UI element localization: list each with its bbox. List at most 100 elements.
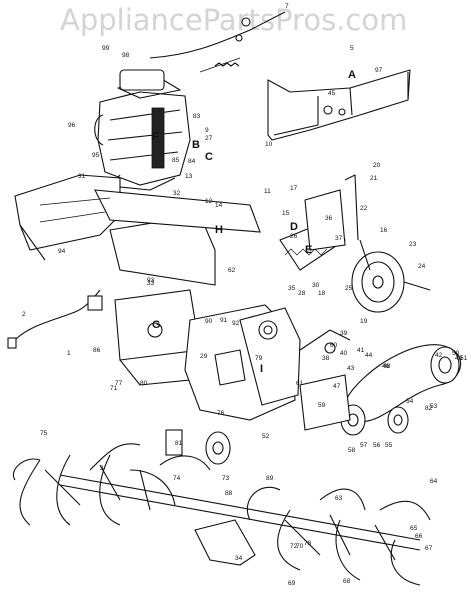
part-number-label: 3 [100, 465, 104, 472]
part-number-labels: 1235791011121314151617181920212223242526… [22, 3, 468, 587]
part-number-label: 10 [265, 141, 273, 148]
part-number-label: 54 [406, 398, 414, 405]
part-number-label: 65 [410, 525, 418, 532]
part-number-label: 17 [290, 185, 298, 192]
part-number-label: 88 [225, 490, 233, 497]
part-number-label: 76 [217, 410, 225, 417]
part-number-label: 27 [205, 135, 213, 142]
part-number-label: 80 [140, 380, 148, 387]
part-number-label: 64 [430, 478, 438, 485]
part-number-label: 16 [380, 227, 388, 234]
parts-drawing [7, 11, 462, 586]
part-number-label: 68 [343, 578, 351, 585]
part-number-label: 37 [335, 235, 343, 242]
part-number-label: 48 [383, 363, 391, 370]
part-number-label: 9 [205, 127, 209, 134]
letter-callout: B [192, 139, 200, 151]
part-number-label: 94 [58, 248, 66, 255]
part-number-label: 5 [350, 45, 354, 52]
part-number-label: 62 [228, 267, 236, 274]
part-number-label: 28 [298, 290, 306, 297]
letter-callout: C [205, 151, 213, 163]
part-number-label: 41 [357, 347, 365, 354]
letter-callout: D [290, 221, 298, 233]
part-number-label: 18 [318, 290, 326, 297]
letter-callout: A [348, 69, 356, 81]
part-number-label: 19 [360, 318, 368, 325]
part-number-label: 72 [290, 543, 298, 550]
part-number-label: 93 [147, 277, 155, 284]
part-number-label: 42 [435, 352, 443, 359]
part-number-label: 52 [262, 433, 270, 440]
part-number-label: 34 [235, 555, 243, 562]
part-number-label: 44 [365, 352, 373, 359]
part-number-label: 45 [328, 90, 336, 97]
part-number-label: 33 [147, 280, 155, 287]
part-number-label: 79 [255, 355, 263, 362]
part-number-label: 11 [264, 188, 271, 195]
part-number-label: 86 [93, 347, 101, 354]
part-number-label: 91 [220, 317, 228, 324]
part-number-label: 75 [40, 430, 48, 437]
letter-callout: F [152, 131, 159, 143]
part-number-label: 71 [110, 385, 118, 392]
part-number-label: 84 [188, 158, 196, 165]
part-number-label: 1 [67, 350, 71, 357]
part-number-label: 36 [325, 215, 333, 222]
part-number-label: 90 [205, 318, 213, 325]
part-number-label: 99 [102, 45, 110, 52]
part-number-label: 81 [175, 440, 183, 447]
letter-callout: I [260, 363, 263, 375]
part-number-label: 95 [92, 152, 100, 159]
part-number-label: 29 [200, 353, 208, 360]
part-number-label: 26 [290, 233, 298, 240]
part-number-label: 57 [360, 442, 368, 449]
part-number-label: 46 [382, 363, 390, 370]
part-number-label: 25 [345, 285, 353, 292]
part-number-label: 92 [232, 320, 240, 327]
part-number-label: 15 [282, 210, 290, 217]
part-number-label: 73 [222, 475, 230, 482]
part-number-label: 70 [296, 543, 304, 550]
part-number-label: 24 [418, 263, 426, 270]
part-number-label: 78 [304, 540, 312, 547]
part-number-label: 35 [288, 285, 296, 292]
part-number-label: 40 [340, 350, 348, 357]
part-number-label: 53 [430, 403, 438, 410]
part-number-label: 13 [185, 173, 193, 180]
part-number-label: 14 [215, 202, 223, 209]
part-number-label: 32 [173, 190, 181, 197]
part-number-label: 69 [288, 580, 296, 587]
part-number-label: 20 [373, 162, 381, 169]
part-number-label: 56 [373, 442, 381, 449]
part-number-label: 89 [266, 475, 274, 482]
part-number-label: 74 [173, 475, 181, 482]
part-number-label: 61 [296, 380, 304, 387]
part-number-label: 67 [425, 545, 433, 552]
letter-callout: G [152, 319, 161, 331]
watermark-text: AppliancePartsPros.com [60, 3, 407, 37]
part-number-label: 55 [385, 442, 393, 449]
part-number-label: 66 [415, 533, 423, 540]
part-number-label: 31 [78, 173, 86, 180]
part-number-label: 60 [330, 342, 338, 349]
part-number-label: 63 [335, 495, 343, 502]
part-number-label: 30 [312, 282, 320, 289]
part-number-label: 7 [285, 3, 289, 10]
part-number-label: 47 [333, 383, 341, 390]
part-number-label: 82 [425, 405, 433, 412]
part-number-label: 97 [375, 67, 383, 74]
part-number-label: 59 [318, 402, 326, 409]
part-number-label: 77 [115, 380, 123, 387]
part-number-label: 98 [122, 52, 130, 59]
part-number-label: 39 [340, 330, 348, 337]
part-number-label: 96 [68, 122, 76, 129]
part-number-label: 23 [409, 241, 417, 248]
part-number-label: 2 [22, 311, 26, 318]
part-number-label: 58 [348, 447, 356, 454]
part-number-label: 12 [205, 198, 213, 205]
part-number-label: 43 [347, 365, 355, 372]
letter-callout: H [215, 224, 223, 236]
